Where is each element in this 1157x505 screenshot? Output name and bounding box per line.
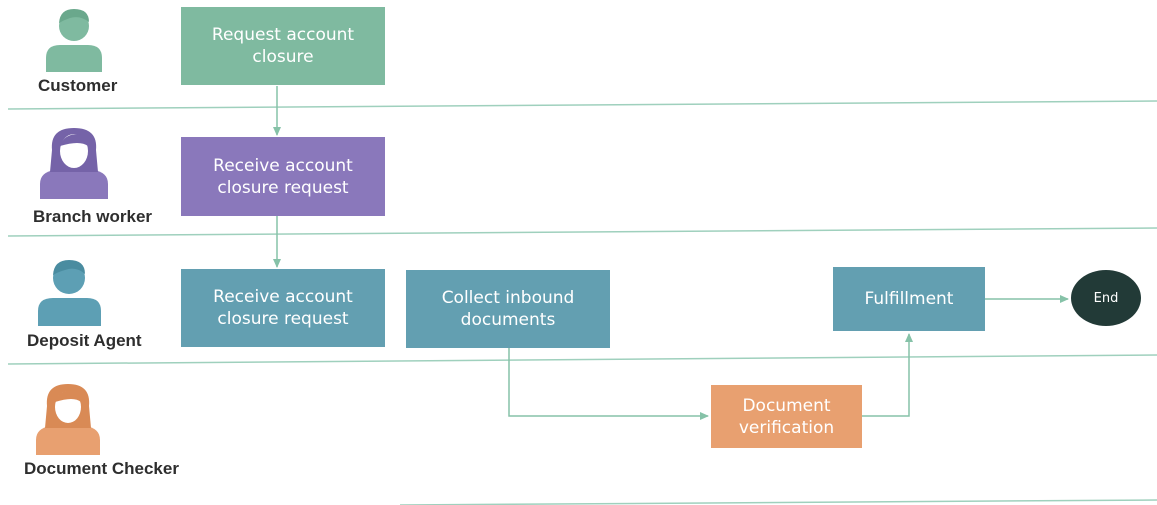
step-request-account-closure: Request account closure	[181, 7, 385, 85]
lane-divider-4	[399, 499, 1157, 505]
person-female-icon	[36, 384, 100, 455]
step-document-verification: Document verification	[711, 385, 862, 448]
lane-label-branch-worker: Branch worker	[33, 207, 153, 226]
lane-label-deposit-agent: Deposit Agent	[27, 331, 142, 350]
lane-label-customer: Customer	[38, 76, 118, 95]
step-fulfillment: Fulfillment	[833, 267, 985, 331]
person-male-icon	[46, 9, 102, 72]
lane-label-document-checker: Document Checker	[24, 459, 179, 478]
lane-divider-1	[7, 100, 1157, 110]
person-male-icon	[38, 260, 101, 326]
person-female-icon	[40, 128, 108, 199]
step-agent-receive-request: Receive account closure request	[181, 269, 385, 347]
end-node: End	[1071, 270, 1141, 326]
lane-divider-3	[7, 354, 1157, 365]
connector-verification-to-fulfillment	[862, 333, 913, 417]
lane-divider-2	[7, 227, 1157, 237]
step-collect-inbound-documents: Collect inbound documents	[406, 270, 610, 348]
connector-collect-to-verification	[508, 348, 709, 420]
step-branch-receive-request: Receive account closure request	[181, 137, 385, 216]
